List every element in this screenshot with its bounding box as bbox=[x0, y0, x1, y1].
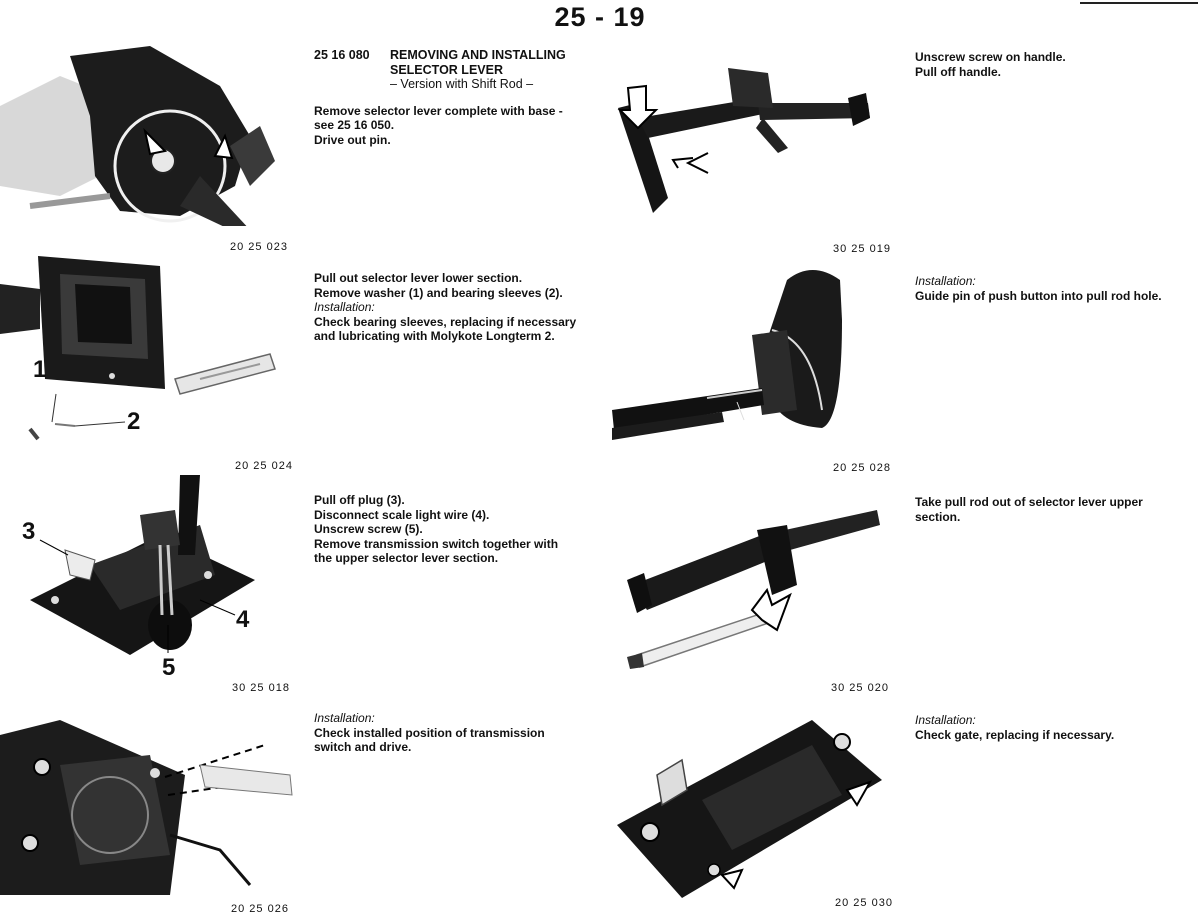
instruction-line: and lubricating with Molykote Longterm 2… bbox=[314, 329, 555, 343]
photo-push-button-pin bbox=[612, 260, 882, 455]
title-line: SELECTOR LEVER bbox=[390, 62, 503, 77]
photo-transmission-switch bbox=[0, 475, 290, 680]
header-rule bbox=[1080, 2, 1198, 4]
section-text-1: 25 16 080 REMOVING AND INSTALLING SELECT… bbox=[314, 48, 566, 147]
photo-handle-screw bbox=[608, 48, 878, 228]
instruction-line: Pull out selector lever lower section. bbox=[314, 271, 523, 285]
installation-label: Installation: bbox=[915, 713, 976, 727]
callout-3: 3 bbox=[22, 518, 36, 545]
figure-number: 30 25 019 bbox=[833, 243, 891, 255]
section-text-6: Installation: Guide pin of push button i… bbox=[915, 274, 1162, 303]
photo-switch-position bbox=[0, 715, 295, 900]
instruction-line: Pull off plug (3). bbox=[314, 493, 405, 507]
callout-2: 2 bbox=[127, 408, 141, 435]
instruction-line: Remove selector lever complete with base… bbox=[314, 103, 563, 118]
figure-number: 20 25 030 bbox=[835, 897, 893, 909]
instruction-line: Check installed position of transmission bbox=[314, 725, 545, 740]
instruction-line: section. bbox=[915, 509, 961, 524]
section-code: 25 16 080 bbox=[314, 48, 370, 62]
instruction-line: Check bearing sleeves, replacing if nece… bbox=[314, 314, 577, 329]
section-text-3: Pull off plug (3). Disconnect scale ligh… bbox=[314, 493, 558, 566]
instruction-line: Guide pin of push button into pull rod h… bbox=[915, 288, 1162, 303]
instruction-line: Drive out pin. bbox=[314, 132, 391, 147]
page-number: 25 - 19 bbox=[554, 2, 646, 32]
figure-number: 20 25 024 bbox=[235, 460, 293, 472]
figure-number: 30 25 018 bbox=[232, 682, 290, 694]
instruction-line: Pull off handle. bbox=[915, 64, 1001, 79]
section-text-2: Pull out selector lever lower section. R… bbox=[314, 271, 576, 344]
figure-number: 30 25 020 bbox=[831, 682, 889, 694]
instruction-line: Take pull rod out of selector lever uppe… bbox=[915, 495, 1143, 509]
instruction-line: the upper selector lever section. bbox=[314, 551, 499, 565]
photo-pull-rod bbox=[612, 495, 892, 675]
section-text-8: Installation: Check gate, replacing if n… bbox=[915, 713, 1114, 742]
callout-5: 5 bbox=[162, 654, 176, 681]
callout-4: 4 bbox=[236, 606, 250, 633]
photo-lower-section bbox=[0, 254, 290, 454]
figure-number: 20 25 026 bbox=[231, 903, 289, 915]
installation-label: Installation: bbox=[314, 711, 375, 725]
instruction-line: Unscrew screw on handle. bbox=[915, 50, 1066, 64]
callout-1: 1 bbox=[33, 356, 47, 383]
instruction-line: Unscrew screw (5). bbox=[314, 522, 423, 536]
installation-label: Installation: bbox=[915, 274, 976, 288]
section-text-4: Installation: Check installed position o… bbox=[314, 711, 545, 755]
title-line: REMOVING AND INSTALLING bbox=[390, 48, 566, 62]
figure-number: 20 25 028 bbox=[833, 462, 891, 474]
installation-label: Installation: bbox=[314, 300, 375, 314]
title-subtitle: – Version with Shift Rod – bbox=[390, 77, 534, 91]
section-title: 25 16 080 REMOVING AND INSTALLING SELECT… bbox=[314, 48, 566, 92]
section-text-5: Unscrew screw on handle. Pull off handle… bbox=[915, 50, 1066, 79]
photo-selector-lever-pin bbox=[0, 36, 280, 226]
photo-gate bbox=[612, 720, 892, 900]
instruction-line: see 25 16 050. bbox=[314, 118, 395, 132]
instruction-line: Check gate, replacing if necessary. bbox=[915, 727, 1115, 742]
instruction-line: Remove washer (1) and bearing sleeves (2… bbox=[314, 285, 563, 300]
section-text-7: Take pull rod out of selector lever uppe… bbox=[915, 495, 1143, 524]
instruction-line: Disconnect scale light wire (4). bbox=[314, 507, 490, 522]
instruction-line: Remove transmission switch together with bbox=[314, 536, 559, 551]
instruction-line: switch and drive. bbox=[314, 740, 412, 754]
figure-number: 20 25 023 bbox=[230, 241, 288, 253]
